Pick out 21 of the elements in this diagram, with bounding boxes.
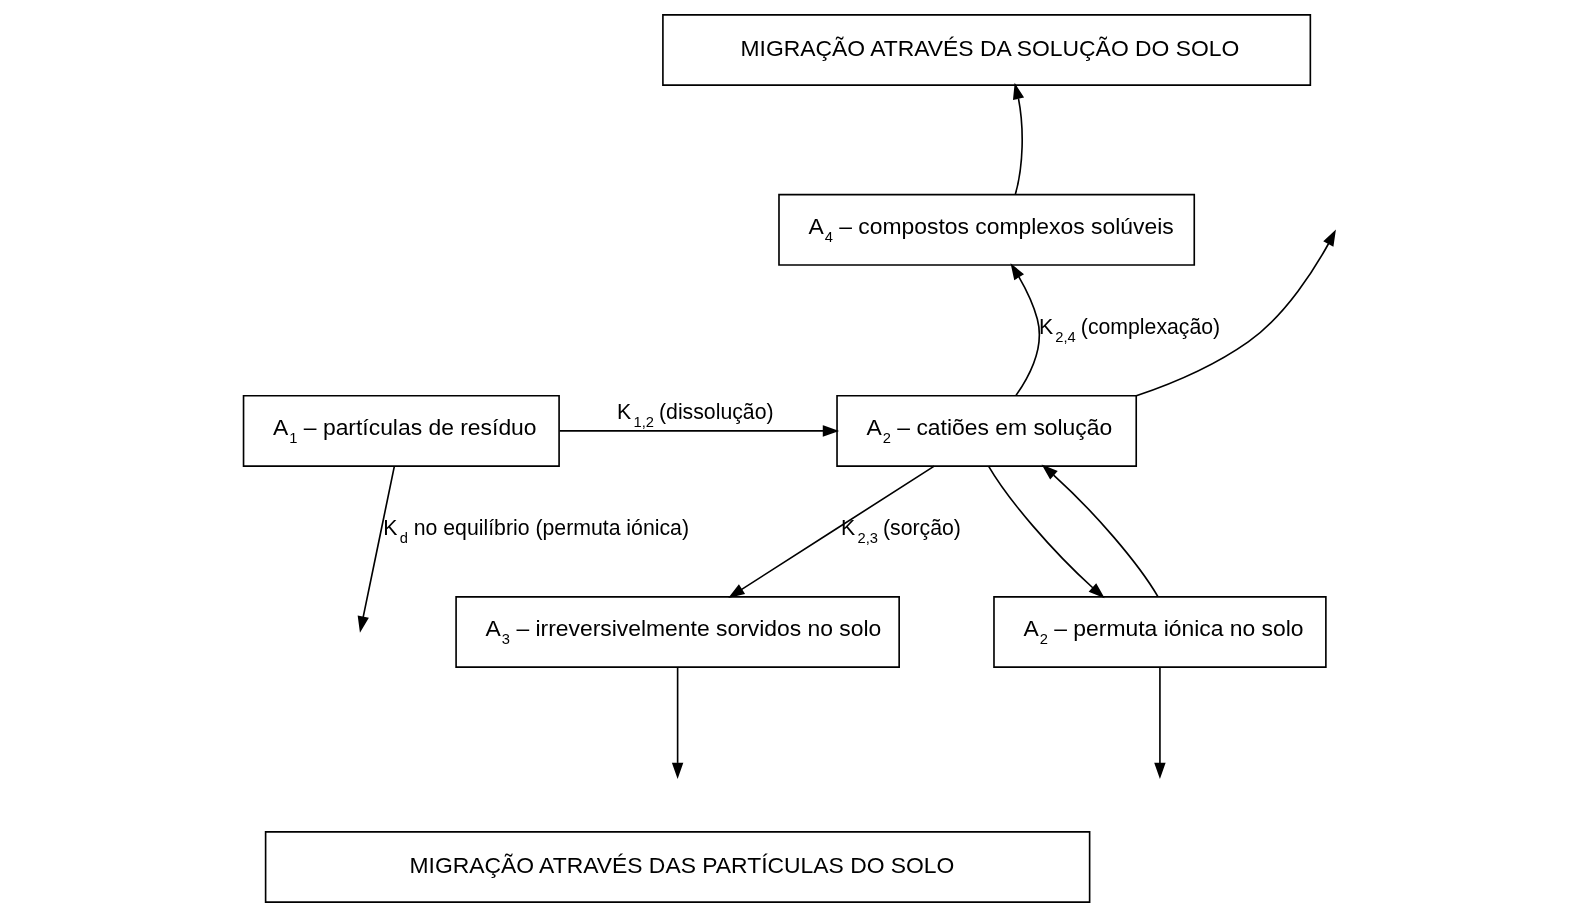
arrow [987,465,1105,599]
edge-label: K$_{d}$ no equilíbrio (permuta iónica) [382,516,689,547]
edge-label: K$_{2,3}$ (sorção) [840,516,961,547]
arrow [1135,229,1336,397]
arrow [1041,464,1159,598]
node-box: A$_{4}$ – compostos complexos solúveis [777,193,1195,266]
node-box: A$_{1}$ – partículas de resíduo [242,394,560,467]
edge-label: K$_{1,2}$ (dissolução) [616,399,774,430]
arrow [558,425,839,437]
node-box: MIGRAÇÃO ATRAVÉS DAS PARTÍCULAS DO SOLO [264,831,1090,903]
arrow [727,465,935,598]
edge-label: K$_{2,4}$ (complexação) [1038,315,1220,346]
arrow [671,666,683,779]
arrow [357,465,395,633]
node-box: A$_{3}$ – irreversivelmente sorvidos no solo [454,596,900,668]
arrow [1012,82,1024,195]
node-box: A$_{2}$ – catiões em solução [835,394,1137,467]
arrow [1153,666,1166,779]
arrow [1010,263,1040,397]
node-box: A$_{2}$ – permuta iónica no solo [992,596,1327,668]
node-box: MIGRAÇÃO ATRAVÉS DA SOLUÇÃO DO SOLO [661,14,1311,86]
